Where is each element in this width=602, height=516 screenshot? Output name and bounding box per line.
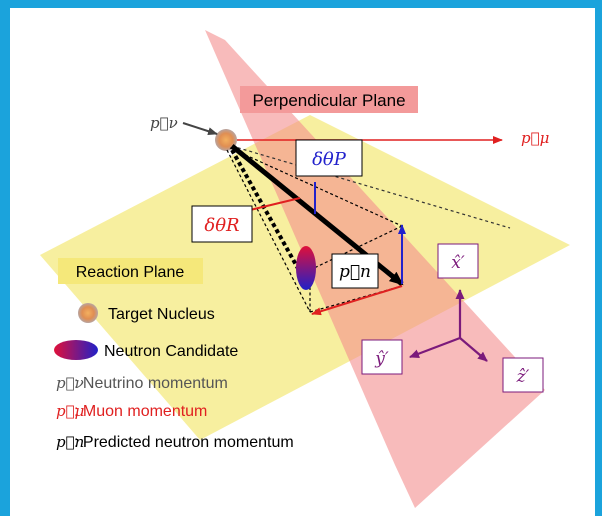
legend-p-nu-text: : Neutrino momentum (74, 375, 228, 392)
z-prime-box (502, 357, 544, 393)
legend-p-mu-text: : Muon momentum (74, 403, 207, 420)
neutron-candidate (296, 246, 316, 290)
p-n-label: p⃗n (339, 262, 371, 282)
delta-theta-r-label: δθR (204, 215, 239, 236)
delta-theta-p-box (295, 139, 363, 177)
p-nu-label: p⃗ν (150, 114, 178, 132)
legend-neutron-text: Neutron Candidate (104, 343, 238, 360)
dotted-extension (231, 145, 511, 229)
legend-p-nu-symbol: p⃗ν (56, 374, 84, 392)
neutrino-arrow (182, 122, 218, 136)
nucleus-icon (78, 303, 98, 323)
p-n-box (331, 253, 379, 289)
delta-r-marker (249, 197, 301, 211)
y-prime-label: ŷ′ (374, 349, 389, 369)
x-prime-box (437, 243, 479, 279)
p-mu-label: p⃗μ (521, 129, 549, 147)
legend: Target Nucleus Neutron Candidate p⃗ν : N… (54, 303, 294, 451)
delta-theta-p-label: δθP (312, 149, 347, 170)
perpendicular-plane-label: Perpendicular Plane (252, 91, 405, 110)
legend-nucleus-text: Target Nucleus (108, 306, 215, 323)
delta-r-arrow (311, 285, 403, 316)
legend-p-n-symbol: p⃗n (56, 433, 84, 451)
delta-theta-r-box (191, 205, 253, 243)
z-prime-label: ẑ′ (516, 367, 530, 387)
reaction-plane-label: Reaction Plane (76, 264, 185, 281)
y-prime-box (361, 339, 403, 375)
neutron-candidate-icon (54, 340, 98, 360)
local-axes (409, 289, 488, 362)
target-nucleus (215, 129, 237, 151)
legend-p-mu-symbol: p⃗μ (56, 402, 84, 420)
legend-p-n-text: : Predicted neutron momentum (74, 434, 294, 451)
reaction-plane-label-box (58, 258, 203, 284)
x-prime-label: x̂′ (451, 253, 465, 273)
perpendicular-plane-label-box (240, 86, 418, 113)
